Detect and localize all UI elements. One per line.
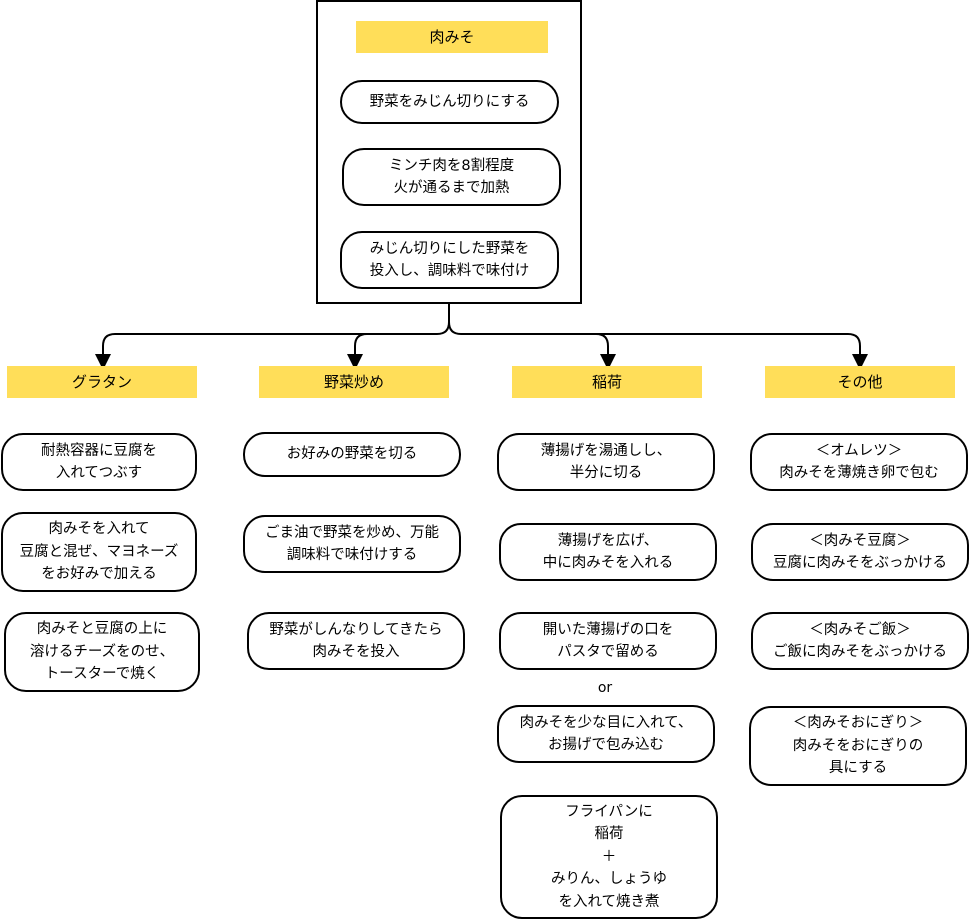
- inari-step-5: フライパンに 稲荷 ＋ みりん、しょうゆ を入れて焼き煮: [500, 795, 718, 919]
- branch-sonota-label: その他: [765, 366, 955, 398]
- sonota-step-2: ＜肉みそ豆腐＞ 豆腐に肉みそをぶっかける: [751, 523, 969, 581]
- branch-inari-label: 稲荷: [512, 366, 702, 398]
- connector-to-inari: [448, 321, 616, 370]
- gratin-step-3: 肉みそと豆腐の上に 溶けるチーズをのせ、 トースターで焼く: [4, 612, 200, 692]
- trunk-line: [95, 304, 450, 370]
- gratin-step-2: 肉みそを入れて 豆腐と混ぜ、マヨネーズ をお好みで加える: [1, 512, 197, 592]
- inari-step-4: 肉みそを少な目に入れて、 お揚げで包み込む: [497, 705, 715, 763]
- yasaiitame-step-2: ごま油で野菜を炒め、万能 調味料で味付けする: [243, 515, 461, 573]
- branch-gratin-label: グラタン: [7, 366, 197, 398]
- yasaiitame-step-1: お好みの野菜を切る: [243, 432, 461, 477]
- yasaiitame-step-3: 野菜がしんなりしてきたら 肉みそを投入: [247, 612, 465, 670]
- inari-step-2: 薄揚げを広げ、 中に肉みそを入れる: [499, 523, 717, 581]
- sonota-step-3: ＜肉みそご飯＞ ご飯に肉みそをぶっかける: [751, 612, 969, 670]
- root-title-label: 肉みそ: [356, 21, 548, 53]
- root-step-2: ミンチ肉を8割程度 火が通るまで加熱: [342, 148, 561, 206]
- gratin-step-1: 耐熱容器に豆腐を 入れてつぶす: [1, 433, 197, 491]
- branch-yasaiitame-label: 野菜炒め: [259, 366, 449, 398]
- inari-or-label: or: [597, 680, 613, 696]
- sonota-step-1: ＜オムレツ＞ 肉みそを薄焼き卵で包む: [750, 433, 968, 491]
- connector-to-sonota: [596, 333, 868, 370]
- root-step-1: 野菜をみじん切りにする: [340, 80, 559, 124]
- inari-step-1: 薄揚げを湯通しし、 半分に切る: [497, 433, 715, 491]
- connector-to-yasaiitame: [347, 333, 437, 370]
- sonota-step-4: ＜肉みそおにぎり＞ 肉みそをおにぎりの 具にする: [749, 706, 967, 786]
- inari-step-3: 開いた薄揚げの口を パスタで留める: [499, 612, 717, 670]
- root-step-3: みじん切りにした野菜を 投入し、調味料で味付け: [340, 231, 559, 289]
